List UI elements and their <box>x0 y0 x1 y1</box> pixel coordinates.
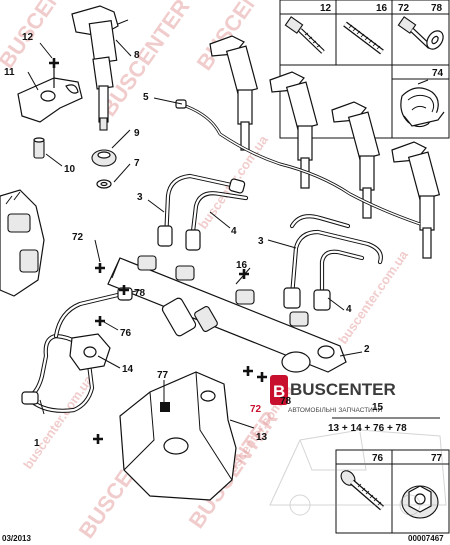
callout-5: 5 <box>143 92 149 103</box>
washer-9-part <box>91 149 117 167</box>
vehicle-silhouette <box>269 429 447 516</box>
inset-fasteners-bottom: 76 77 <box>335 449 450 534</box>
bolt-washer-72-78-icon <box>397 16 444 50</box>
callout-2: 2 <box>364 344 370 355</box>
callout-3a: 3 <box>137 192 143 203</box>
flange-nut-77-icon <box>401 485 439 519</box>
callout-6: 6 <box>58 200 64 211</box>
seal-10-part <box>33 137 45 159</box>
bolt-76-icon <box>340 470 384 511</box>
hp-pipes-left <box>157 173 249 251</box>
watermark-url-4: buscenter.com.ua <box>20 372 96 472</box>
clamp-11-part <box>17 60 83 123</box>
callout-77: 77 <box>157 370 169 381</box>
pressure-sensor <box>161 297 218 337</box>
kit-formula-text: 13 + 14 + 76 + 78 <box>328 423 407 434</box>
callout-11: 11 <box>4 67 15 78</box>
hp-pump <box>0 189 45 297</box>
callout-72b: 72 <box>250 404 262 415</box>
inset-label-77: 77 <box>431 453 443 464</box>
callout-14: 14 <box>122 364 134 375</box>
logo-brand-text: BUSCENTER <box>290 380 396 399</box>
injector-8-part <box>71 5 129 131</box>
stud-16-icon <box>343 21 384 55</box>
clip-74-icon <box>400 79 445 128</box>
inset-label-12: 12 <box>320 3 332 14</box>
callout-12: 12 <box>22 32 34 43</box>
callout-15: 15 <box>372 402 384 413</box>
callout-8: 8 <box>134 50 140 61</box>
inset-label-16: 16 <box>376 3 388 14</box>
leader-lines <box>27 39 363 429</box>
inset-label-72: 72 <box>398 3 410 14</box>
plus-markers <box>49 58 267 444</box>
kit-formula-banner: 13 + 14 + 76 + 78 <box>328 417 440 434</box>
watermark-text-1: BUSCENTER <box>0 0 93 73</box>
callout-4b: 4 <box>346 304 352 315</box>
callout-4a: 4 <box>231 226 237 237</box>
footer-date: 03/2013 <box>2 534 31 543</box>
callout-16: 16 <box>236 260 248 271</box>
inset-label-74: 74 <box>432 68 444 79</box>
callout-13: 13 <box>256 432 268 443</box>
footer-ref: 00007467 <box>408 534 444 543</box>
washer-7-part <box>96 179 112 189</box>
hp-pipes-right <box>283 214 383 311</box>
bracket-14-part <box>69 333 111 371</box>
callout-78a: 78 <box>134 288 146 299</box>
inset-label-78: 78 <box>431 3 443 14</box>
callout-72a: 72 <box>72 232 84 243</box>
injector-cyl-4 <box>391 141 441 259</box>
svg-text:B: B <box>273 382 285 401</box>
inset-label-76: 76 <box>372 453 384 464</box>
callout-9: 9 <box>134 128 140 139</box>
callout-76: 76 <box>120 328 132 339</box>
buscenter-logo: B BUSCENTER АВТОМОБІЛЬНІ ЗАПЧАСТИНИ <box>270 375 396 414</box>
watermark-url-3: buscenter.com.ua <box>335 247 411 347</box>
callout-7: 7 <box>134 158 140 169</box>
logo-tagline-text: АВТОМОБІЛЬНІ ЗАПЧАСТИНИ <box>288 407 383 414</box>
fuel-rail-2 <box>107 255 347 373</box>
callout-78b: 78 <box>280 396 292 407</box>
injector-cyl-1 <box>209 35 259 151</box>
footer: 03/2013 00007467 <box>2 534 444 543</box>
bolt-12-icon <box>284 16 325 54</box>
support-13-part <box>119 371 237 501</box>
callouts: 12 11 8 9 7 10 5 3 4 3 72 16 78 4 76 2 1… <box>4 32 384 449</box>
callout-3b: 3 <box>258 236 264 247</box>
callout-10: 10 <box>64 164 76 175</box>
callout-1: 1 <box>34 438 40 449</box>
